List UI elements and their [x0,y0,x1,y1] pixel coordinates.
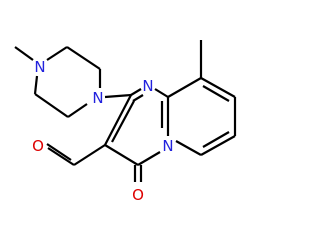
bond-c2-n3 [130,88,142,96]
atom-n-pyrimidine: N [142,77,153,95]
bond-c7-c6 [200,135,236,156]
bond-cho-o [47,147,75,166]
bond-n5-c4 [137,151,161,166]
bond-n3-c4a [154,88,169,98]
molecule-structure-diagram: N N N N O O [14,40,237,204]
bond-c3-c2 [104,94,132,146]
atom-n-piperazine-link: N [92,89,103,107]
bond-c6-n5 [175,140,202,156]
bond-c3-c2-inner [111,100,135,143]
atom-label-group: N N N N O O [32,58,174,204]
bond-pip-6 [33,75,39,95]
atom-n-methyl-piperazine: N [34,58,45,76]
bond-c9-c8-inner [202,85,230,102]
bond-c9-c8 [200,77,236,98]
bond-cho-o-2 [46,143,72,161]
bond-pip-c2 [104,93,132,99]
bond-c4a-c9 [167,77,202,98]
molecule-svg: N N N N O O [14,40,237,204]
bond-c7-c6-inner [202,131,230,148]
bond-c2-n3-inner [132,94,144,102]
bond-pip-5 [34,93,69,118]
atom-n-bridgehead: N [162,137,173,155]
bond-methyl-n [14,46,34,61]
bond-pip-4 [67,103,88,118]
bond-pip-2 [66,46,101,70]
bond-c4-c3 [104,144,139,166]
bond-pip-1 [46,46,68,61]
bond-group [14,40,237,182]
atom-o-aldehyde: O [32,137,44,155]
bond-c3-cho [73,144,106,166]
atom-o-carbonyl: O [132,186,144,204]
